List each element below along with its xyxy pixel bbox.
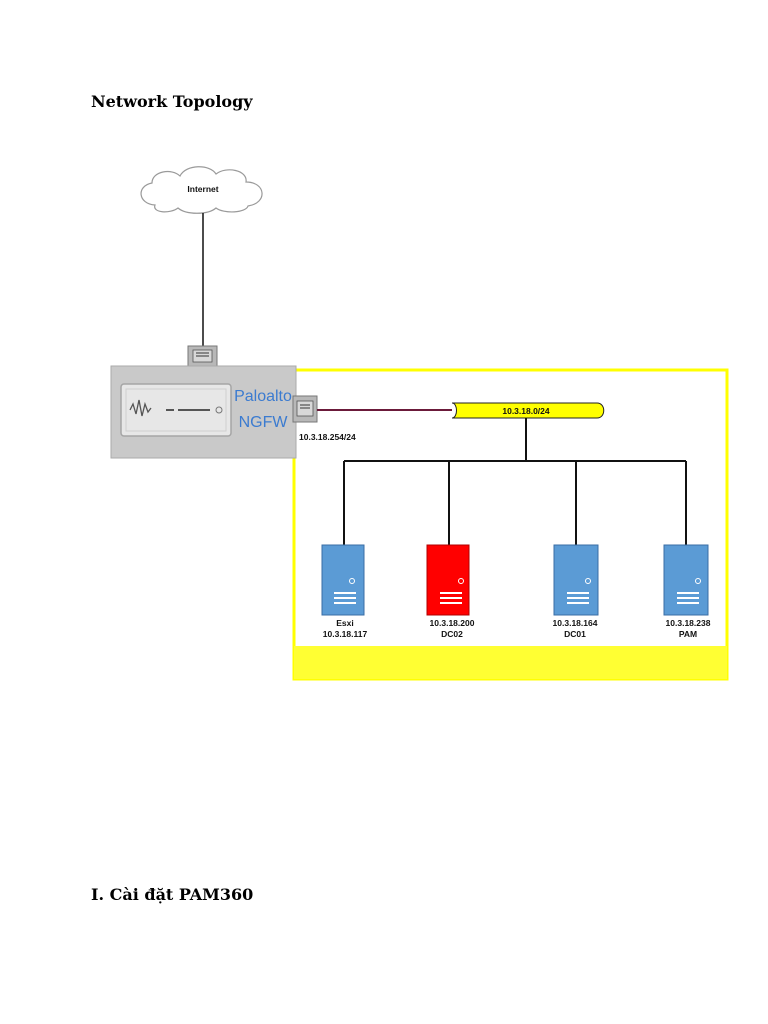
subnet-bus: 10.3.18.0/24 <box>451 402 605 419</box>
server-label-line2: DC02 <box>441 629 463 639</box>
lan-zone <box>292 368 729 681</box>
subnet-label: 10.3.18.0/24 <box>502 406 550 416</box>
server-dc02: 10.3.18.200 DC02 <box>426 544 475 639</box>
firewall-appliance: Paloalto NGFW <box>110 365 297 459</box>
server-label-line2: DC01 <box>564 629 586 639</box>
firewall-name-line1: Paloalto <box>234 388 292 405</box>
section-heading: I. Cài đặt PAM360 <box>91 885 254 904</box>
firewall-interface-ip: 10.3.18.254/24 <box>299 432 356 442</box>
server-label-line1: 10.3.18.164 <box>553 618 598 628</box>
server-label-line2: PAM <box>679 629 697 639</box>
lan-zone-footer <box>294 646 727 679</box>
server-icon <box>321 544 365 616</box>
internet-label: Internet <box>187 184 218 194</box>
server-label-line1: 10.3.18.200 <box>430 618 475 628</box>
server-pam: 10.3.18.238 PAM <box>663 544 711 639</box>
server-label-line1: Esxi <box>336 618 354 628</box>
server-label-line1: 10.3.18.238 <box>666 618 711 628</box>
server-icon <box>663 544 709 616</box>
server-label-line2: 10.3.18.117 <box>323 629 368 639</box>
firewall-name-line2: NGFW <box>239 414 289 431</box>
internet-cloud-icon: Internet <box>140 166 263 214</box>
lan-port-icon <box>292 395 318 423</box>
server-dc01: 10.3.18.164 DC01 <box>553 544 599 639</box>
wan-port-icon <box>187 345 218 368</box>
lan-connections <box>343 418 687 545</box>
server-icon <box>426 544 470 616</box>
page-title: Network Topology <box>91 92 253 111</box>
paloalto-logo-icon <box>129 399 152 417</box>
server-esxi: Esxi 10.3.18.117 <box>321 544 368 639</box>
server-icon <box>553 544 599 616</box>
